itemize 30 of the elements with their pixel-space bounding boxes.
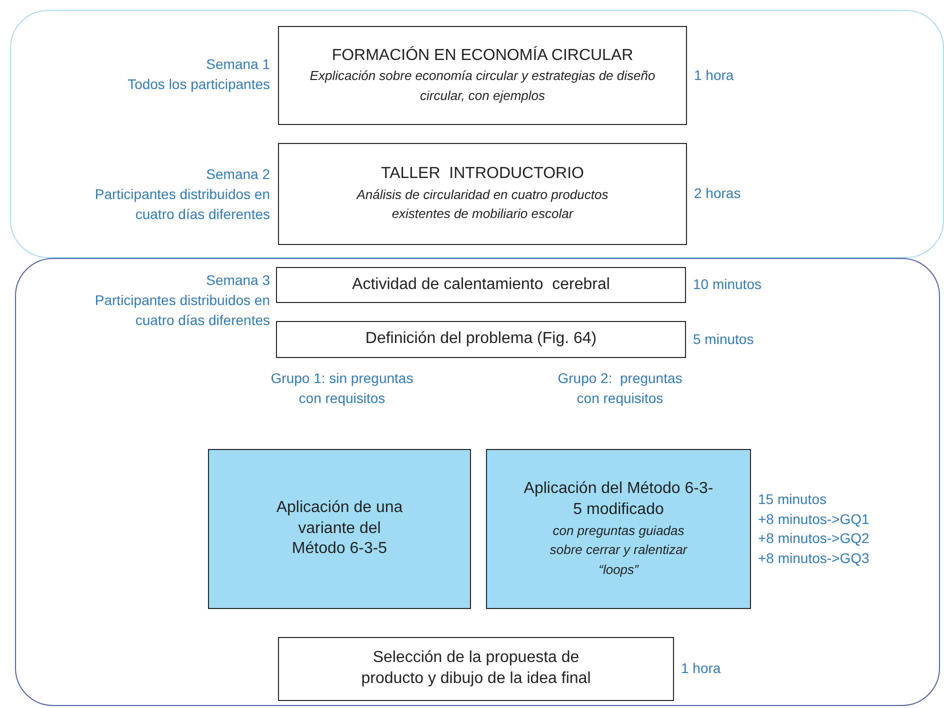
duration-label: 1 hora	[681, 659, 721, 678]
box-title: FORMACIÓN EN ECONOMÍA CIRCULAR	[330, 46, 634, 66]
group-label: Grupo 1: sin preguntas con requisitos	[270, 369, 414, 408]
group-panel	[15, 258, 940, 706]
duration-label: +8 minutos->GQ1	[758, 509, 870, 529]
session-label: Participantes distribuidos en cuatro días diferentes	[94, 291, 270, 330]
duration-label: 2 horas	[694, 184, 741, 204]
group-label: Grupo 2: preguntas con requisitos	[556, 369, 684, 408]
box-title: TALLER INTRODUCTORIO	[380, 164, 585, 184]
duration-label: 15 minutos	[758, 490, 828, 509]
session-label: Semana 3	[205, 271, 270, 290]
group-panel	[10, 10, 944, 258]
box-description: Análisis de circularidad en cuatro productos existentes de mobiliario escolar	[355, 186, 610, 224]
duration-label: +8 minutos->GQ3	[758, 548, 870, 568]
duration-label: +8 minutos->GQ2	[758, 529, 870, 548]
box-title: Aplicación de una variante del Método 6-3-5	[275, 498, 404, 560]
box-title: Aplicación del Método 6-3-5 modificado	[522, 478, 714, 520]
process-box	[208, 449, 471, 609]
session-label: Semana 2	[205, 165, 270, 184]
duration-label: 10 minutos	[693, 275, 762, 294]
box-title: Definición del problema (Fig. 64)	[364, 329, 598, 350]
session-label: Semana 1	[205, 55, 270, 74]
session-label: Todos los participantes	[126, 75, 270, 94]
session-label: Participantes distribuidos en cuatro días diferentes	[94, 185, 270, 224]
box-title: Selección de la propuesta de producto y dibujo de la idea final	[360, 648, 592, 689]
duration-label: 1 hora	[694, 66, 734, 85]
duration-label: 5 minutos	[693, 330, 754, 349]
box-description: con preguntas guiadas sobre cerrar y ralentizar “loops”	[548, 522, 688, 579]
box-description: Explicación sobre economía circular y estrategias de diseño circular, con ejemplos	[308, 67, 656, 105]
box-title: Actividad de calentamiento cerebral	[351, 274, 611, 295]
